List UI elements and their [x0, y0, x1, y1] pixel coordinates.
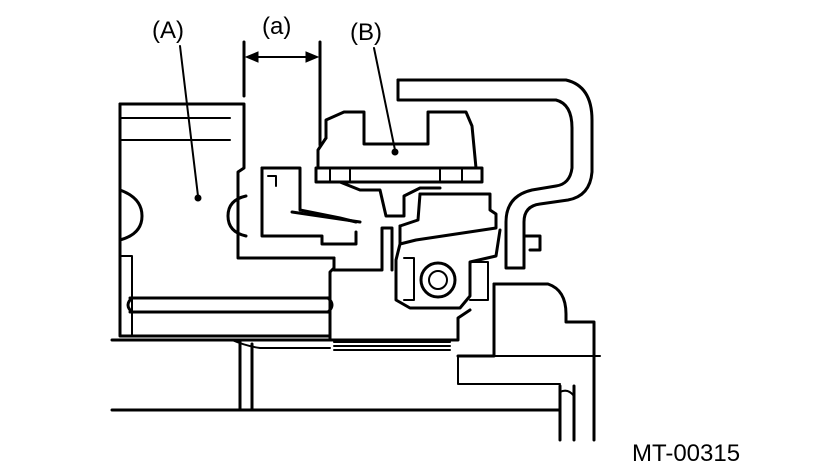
- leader-line-b: [373, 47, 396, 151]
- lever-outer-curve: [396, 78, 594, 238]
- leader-dot-a: [194, 194, 202, 202]
- bearing-ball-inner: [428, 270, 448, 290]
- fork-lever-arm: [396, 78, 594, 270]
- housing-outline-left: [118, 102, 332, 338]
- label-dimension-a: (a): [262, 13, 291, 40]
- inner-step-notch: [267, 175, 277, 187]
- inner-step-slope: [290, 210, 362, 224]
- bearing-assembly: [394, 192, 502, 310]
- bearing-lower-body: [394, 228, 502, 310]
- leader-dot-b: [391, 148, 399, 156]
- dimension-arrow-right: [305, 51, 320, 63]
- bearing-upper-body: [398, 192, 498, 246]
- housing-right-hole: [226, 194, 248, 238]
- right-block-legs: [558, 382, 596, 442]
- part-b-flange: [314, 166, 484, 184]
- right-housing-block: [456, 282, 601, 442]
- bearing-race-left: [403, 257, 415, 301]
- shaft-fillet: [231, 339, 331, 349]
- dimension-a-marker: [242, 40, 322, 147]
- lever-inner-curve: [396, 78, 574, 248]
- part-b-underside: [338, 180, 442, 218]
- figure-code: MT-00315: [632, 440, 740, 467]
- bearing-ball: [419, 261, 457, 299]
- sleeve-step: [332, 226, 394, 272]
- part-b-top-outline: [324, 110, 478, 170]
- leader-line-a: [179, 45, 199, 197]
- right-block-outline: [492, 282, 596, 386]
- main-shaft: [110, 338, 562, 412]
- lever-end-tab: [504, 234, 542, 270]
- sleeve-thread-lines: [333, 341, 451, 351]
- housing-outline-top: [118, 102, 336, 260]
- leader-lines: [179, 45, 399, 202]
- housing-lower-step: [119, 255, 133, 337]
- inner-step-profile: [260, 166, 362, 246]
- label-part-b: (B): [350, 19, 382, 46]
- part-b-component: [314, 110, 484, 218]
- seal-left-end: [126, 296, 134, 314]
- housing-left-hole: [118, 188, 144, 242]
- part-a-housing: [118, 102, 336, 338]
- bearing-race-right: [469, 261, 489, 301]
- dimension-arrow-left: [244, 51, 259, 63]
- shaft-collar: [238, 338, 254, 412]
- shaft-step-right: [457, 355, 561, 385]
- part-b-left-edge: [316, 136, 328, 170]
- part-b-flange-ribs: [329, 167, 463, 183]
- bearing-upper-left: [398, 192, 422, 228]
- label-part-a: (A): [152, 17, 184, 44]
- right-block-curve: [559, 389, 575, 397]
- inner-step-lower: [260, 166, 358, 246]
